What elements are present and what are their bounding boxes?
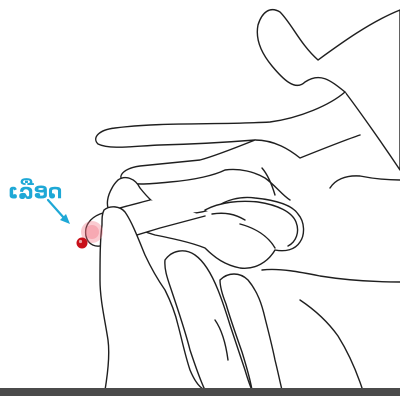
upper-hand	[96, 10, 400, 200]
lower-hand	[86, 178, 400, 390]
blood-label-group: ເລືອດ	[8, 179, 70, 224]
bottom-bar	[0, 388, 400, 396]
blood-label: ເລືອດ	[8, 179, 62, 203]
